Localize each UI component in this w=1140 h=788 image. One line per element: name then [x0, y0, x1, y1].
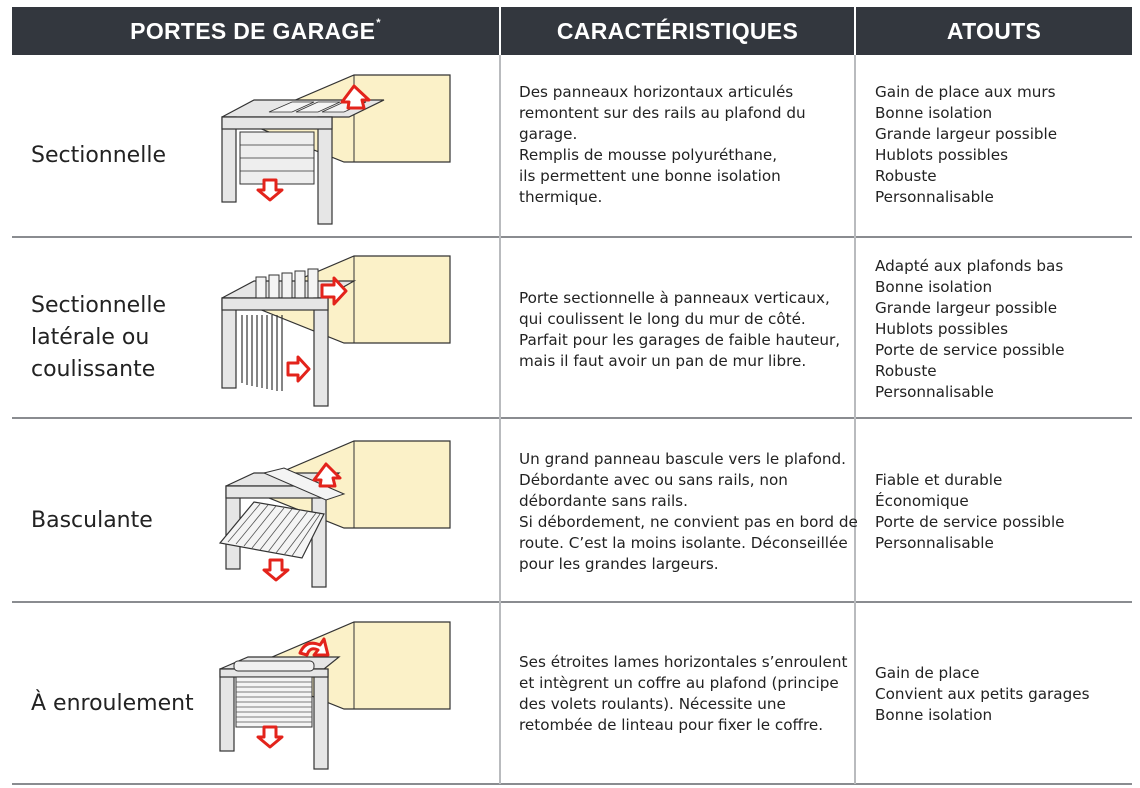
door-type-name-line: À enroulement — [31, 691, 194, 716]
description-line: des volets roulants). Nécessite une — [519, 695, 786, 713]
description-cell: Ses étroites lames horizontales s’enroul… — [519, 652, 849, 736]
arrow-right-icon — [320, 276, 348, 306]
column-divider — [499, 55, 501, 784]
door-type-name: Sectionnelle latérale ou coulissante — [31, 290, 166, 386]
atout-item: Robuste — [875, 362, 937, 380]
atout-item: Grande largeur possible — [875, 299, 1058, 317]
atouts-cell: Gain de place aux murs Bonne isolation G… — [875, 82, 1125, 208]
atout-item: Bonne isolation — [875, 706, 993, 724]
atout-item: Hublots possibles — [875, 146, 1008, 164]
door-type-name-line: Sectionnelle — [31, 143, 166, 168]
description-line: Des panneaux horizontaux articulés — [519, 83, 794, 101]
door-type-name-line: latérale ou — [31, 325, 150, 350]
description-line: garage. — [519, 125, 578, 143]
atout-item: Bonne isolation — [875, 278, 993, 296]
description-line: Si débordement, ne convient pas en bord … — [519, 513, 858, 531]
description-line: thermique. — [519, 188, 603, 206]
atout-item: Gain de place aux murs — [875, 83, 1056, 101]
table-bottom-border — [12, 783, 1132, 785]
description-cell: Porte sectionnelle à panneaux verticaux,… — [519, 288, 849, 372]
atout-item: Convient aux petits garages — [875, 685, 1090, 703]
header-atouts: ATOUTS — [856, 7, 1132, 55]
atout-item: Bonne isolation — [875, 104, 993, 122]
arrow-right-icon — [286, 355, 311, 383]
header-col1-label: PORTES DE GARAGE — [130, 17, 376, 44]
atout-item: Gain de place — [875, 664, 980, 682]
sliding-door-illustration — [221, 255, 451, 407]
description-cell: Des panneaux horizontaux articulés remon… — [519, 82, 849, 208]
description-line: Un grand panneau bascule vers le plafond… — [519, 450, 846, 468]
atout-item: Robuste — [875, 167, 937, 185]
arrow-down-icon — [262, 558, 290, 582]
arrow-down-icon — [256, 178, 284, 202]
header-col3-label: ATOUTS — [946, 17, 1042, 44]
roller-door-illustration — [219, 621, 451, 770]
arrow-down-icon — [256, 725, 284, 749]
atout-item: Personnalisable — [875, 188, 994, 206]
description-line: qui coulissent le long du mur de côté. — [519, 310, 806, 328]
door-type-name: Sectionnelle — [31, 140, 166, 172]
description-line: Débordante avec ou sans rails, non — [519, 471, 788, 489]
description-line: Porte sectionnelle à panneaux verticaux, — [519, 289, 830, 307]
description-line: Ses étroites lames horizontales s’enroul… — [519, 653, 848, 671]
atout-item: Hublots possibles — [875, 320, 1008, 338]
atout-item: Porte de service possible — [875, 341, 1065, 359]
description-line: Remplis de mousse polyuréthane, — [519, 146, 778, 164]
sectional-door-illustration — [221, 74, 451, 225]
description-line: Parfait pour les garages de faible haute… — [519, 331, 841, 349]
atout-item: Personnalisable — [875, 383, 994, 401]
atout-item: Grande largeur possible — [875, 125, 1058, 143]
row-divider — [12, 236, 1132, 238]
atout-item: Fiable et durable — [875, 471, 1003, 489]
header-col2-label: CARACTÉRISTIQUES — [556, 17, 799, 44]
atouts-cell: Fiable et durable Économique Porte de se… — [875, 470, 1125, 554]
arrow-roll-icon — [298, 637, 330, 657]
description-line: mais il faut avoir un pan de mur libre. — [519, 352, 807, 370]
door-type-name-line: coulissante — [31, 357, 156, 382]
header-caracteristiques: CARACTÉRISTIQUES — [501, 7, 854, 55]
row-divider — [12, 601, 1132, 603]
description-line: débordante sans rails. — [519, 492, 688, 510]
atout-item: Économique — [875, 492, 969, 510]
door-type-name-line: Sectionnelle — [31, 293, 166, 318]
up-and-over-door-illustration — [218, 440, 451, 588]
description-line: ils permettent une bonne isolation — [519, 167, 781, 185]
atout-item: Porte de service possible — [875, 513, 1065, 531]
door-type-name-line: Basculante — [31, 508, 153, 533]
column-divider — [854, 55, 856, 784]
door-type-name: Basculante — [31, 505, 153, 537]
arrow-up-icon — [312, 462, 342, 488]
atout-item: Adapté aux plafonds bas — [875, 257, 1064, 275]
atouts-cell: Adapté aux plafonds bas Bonne isolation … — [875, 256, 1125, 403]
door-type-name: À enroulement — [31, 688, 194, 720]
atouts-cell: Gain de place Convient aux petits garage… — [875, 663, 1125, 726]
description-line: remontent sur des rails au plafond du — [519, 104, 806, 122]
description-line: pour les grandes largeurs. — [519, 555, 719, 573]
description-cell: Un grand panneau bascule vers le plafond… — [519, 449, 858, 575]
header-portes-de-garage: PORTES DE GARAGE* — [12, 7, 499, 55]
description-line: route. C’est la moins isolante. Déconsei… — [519, 534, 848, 552]
header-asterisk: * — [376, 17, 381, 29]
atout-item: Personnalisable — [875, 534, 994, 552]
description-line: retombée de linteau pour fixer le coffre… — [519, 716, 824, 734]
arrow-up-icon — [340, 84, 371, 110]
description-line: et intègrent un coffre au plafond (princ… — [519, 674, 839, 692]
row-divider — [12, 417, 1132, 419]
